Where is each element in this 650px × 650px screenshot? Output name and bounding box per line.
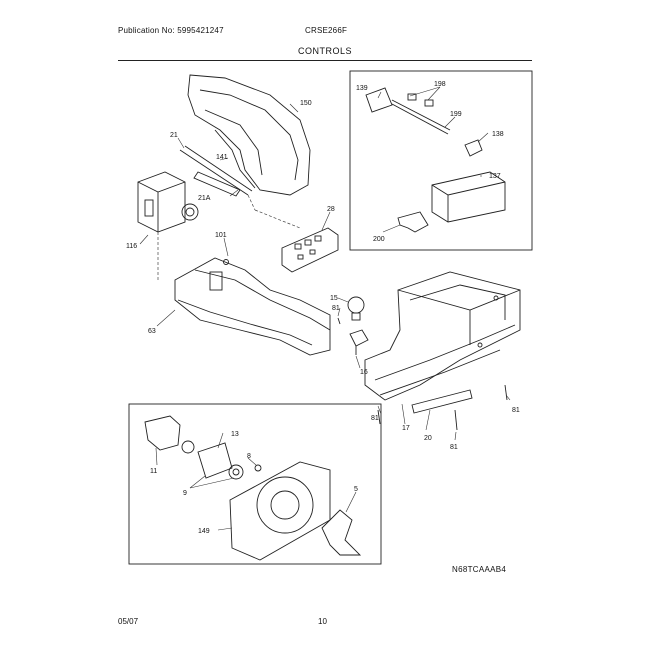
callout-13: 13 — [231, 431, 239, 438]
diagram-code: N68TCAAAB4 — [452, 565, 507, 574]
callout-17: 17 — [402, 425, 410, 432]
part-150-housing — [187, 74, 311, 196]
callout-81-a: 81 — [332, 305, 340, 312]
footer-page-number: 10 — [318, 617, 327, 626]
inset-box-top-right — [349, 70, 533, 251]
callout-28: 28 — [327, 206, 335, 213]
inset-box-bottom-left — [128, 403, 382, 565]
part-15-light-bulb — [347, 296, 365, 321]
callout-139: 139 — [356, 85, 368, 92]
part-141-bracket — [179, 145, 253, 197]
part-16-light-socket — [349, 329, 369, 355]
callout-138: 138 — [492, 131, 504, 138]
callout-15: 15 — [330, 295, 338, 302]
callout-21a: 21A — [198, 195, 211, 202]
header-rule — [118, 60, 532, 61]
callout-21: 21 — [170, 132, 178, 139]
callout-20: 20 — [424, 435, 432, 442]
footer-date: 05/07 — [118, 617, 139, 626]
part-28-control-board — [281, 227, 339, 273]
callout-200: 200 — [373, 236, 385, 243]
callout-63: 63 — [148, 328, 156, 335]
callout-81-c: 81 — [450, 444, 458, 451]
callout-198: 198 — [434, 81, 446, 88]
part-116-control-box — [137, 171, 199, 233]
model-number: CRSE266F — [305, 26, 348, 35]
callout-150: 150 — [300, 100, 312, 107]
callout-137: 137 — [489, 173, 501, 180]
callout-101: 101 — [215, 232, 227, 239]
inset-fan-motor-assembly — [144, 415, 362, 561]
section-title: CONTROLS — [297, 46, 352, 56]
callout-9: 9 — [183, 490, 187, 497]
part-63-panel — [174, 257, 331, 356]
callout-141: 141 — [216, 154, 228, 161]
inset-ice-switch-assembly — [365, 87, 506, 233]
publication-number: Publication No: 5995421247 — [118, 26, 224, 35]
callout-11: 11 — [150, 468, 157, 475]
callout-8: 8 — [247, 453, 251, 460]
callout-16: 16 — [360, 369, 368, 376]
callout-199: 199 — [450, 111, 462, 118]
callout-116: 116 — [126, 243, 137, 250]
callout-81-b: 81 — [371, 415, 379, 422]
part-20-trim — [411, 389, 473, 414]
screw-81-parts — [337, 317, 508, 431]
callout-149: 149 — [198, 528, 210, 535]
callout-5: 5 — [354, 486, 358, 493]
part-17-housing — [364, 271, 521, 401]
callout-81-d: 81 — [512, 407, 520, 414]
